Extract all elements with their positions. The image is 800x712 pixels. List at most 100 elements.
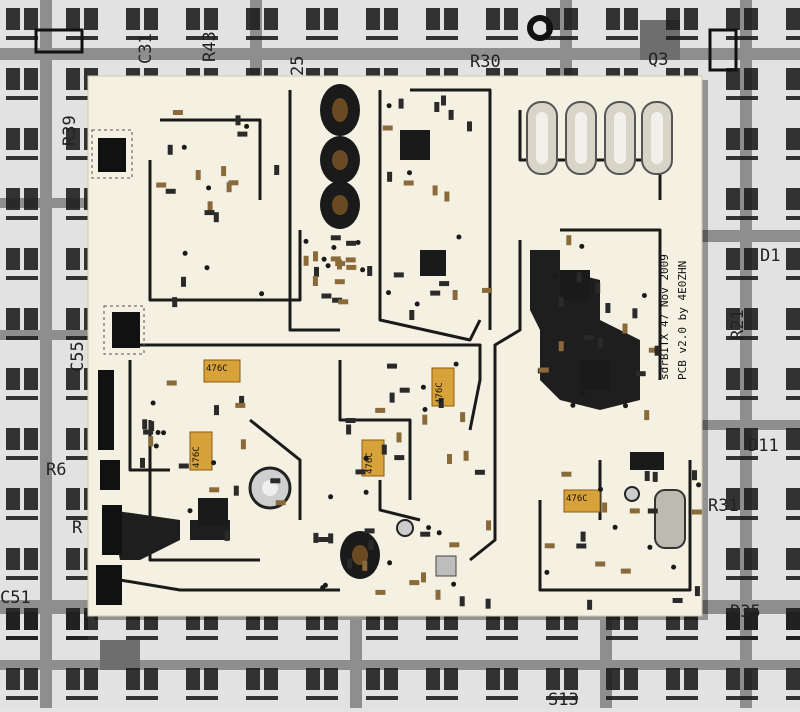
smd-part [172, 297, 178, 308]
smd-part [195, 170, 201, 180]
via [552, 273, 558, 279]
via [420, 384, 426, 390]
smd-part [629, 508, 640, 514]
smd-part [441, 95, 446, 106]
smd-part [635, 371, 646, 377]
smd-part [438, 398, 444, 408]
smd-part [449, 542, 460, 548]
smd-part [181, 276, 186, 287]
via [544, 569, 550, 575]
via [387, 560, 393, 566]
smd-part [576, 543, 587, 549]
smd-part [355, 469, 366, 475]
smd-part [346, 264, 357, 270]
smd-part [566, 235, 572, 246]
via [328, 494, 334, 500]
smd-part [452, 290, 458, 300]
via [612, 524, 618, 530]
smd-part [485, 598, 491, 609]
toroid-inductors [320, 84, 380, 579]
smd-part [632, 308, 638, 319]
smd-part [332, 297, 343, 303]
via [580, 391, 586, 397]
smd-part [314, 266, 319, 277]
smd-part [318, 537, 329, 542]
label-r39: R39 [60, 115, 80, 146]
via [386, 103, 392, 109]
smd-part [396, 432, 402, 443]
via [623, 403, 628, 409]
smd-part [447, 454, 452, 464]
smd-part [382, 125, 393, 131]
via [456, 234, 462, 240]
smd-part [602, 502, 608, 513]
smd-part [460, 412, 466, 423]
smd-part [381, 444, 387, 455]
smd-part [482, 287, 492, 293]
via [325, 263, 331, 269]
via [363, 489, 369, 495]
smd-part [587, 599, 593, 610]
via [414, 301, 420, 307]
smd-part [209, 487, 220, 493]
via [161, 430, 166, 436]
smd-part [389, 392, 395, 403]
smd-part [561, 471, 572, 477]
smd-part [486, 520, 491, 531]
smd-part [140, 457, 145, 468]
label-s13: S13 [548, 690, 579, 710]
smd-part [142, 419, 148, 430]
smd-part [167, 144, 173, 155]
via [153, 443, 159, 449]
smd-part [345, 257, 356, 263]
via [211, 460, 217, 466]
label-r35: R35 [730, 602, 761, 622]
smd-part [595, 283, 601, 293]
smd-part [166, 380, 177, 386]
via [641, 293, 647, 298]
smd-part [644, 471, 650, 481]
smd-part [221, 166, 227, 177]
smd-part [178, 463, 189, 469]
smd-part [467, 121, 472, 132]
smd-part [367, 266, 373, 276]
via [303, 238, 309, 244]
via [647, 544, 653, 550]
via [570, 402, 576, 408]
background-via-ring [527, 15, 553, 41]
smd-part [558, 297, 564, 307]
smd-part [439, 281, 450, 287]
via [426, 525, 432, 531]
smd-part [394, 455, 405, 461]
smd-part [422, 414, 428, 425]
label-d1: D1 [760, 246, 781, 266]
via [259, 291, 265, 297]
smd-part [435, 589, 441, 600]
label-r6: R6 [46, 460, 67, 480]
smd-part [321, 293, 332, 299]
smd-part [233, 485, 239, 496]
smd-part [576, 272, 582, 283]
via [355, 240, 361, 245]
via [187, 508, 193, 514]
smd-part [213, 212, 219, 223]
smd-part [647, 508, 658, 514]
label-r30: R30 [470, 52, 501, 72]
via [451, 581, 457, 587]
label-c51: C51 [0, 588, 31, 608]
smd-part [398, 98, 404, 109]
via [321, 256, 327, 262]
smd-part [313, 532, 319, 543]
smd-part [149, 421, 155, 432]
smd-part [399, 387, 410, 393]
smd-part [595, 561, 606, 567]
electrolytic-capacitor [248, 466, 640, 577]
smd-part [143, 429, 154, 435]
smd-part [347, 558, 353, 569]
integrated-circuits [198, 130, 664, 526]
smd-part [605, 303, 611, 313]
label-25: 25 [288, 55, 308, 76]
via [360, 267, 366, 273]
